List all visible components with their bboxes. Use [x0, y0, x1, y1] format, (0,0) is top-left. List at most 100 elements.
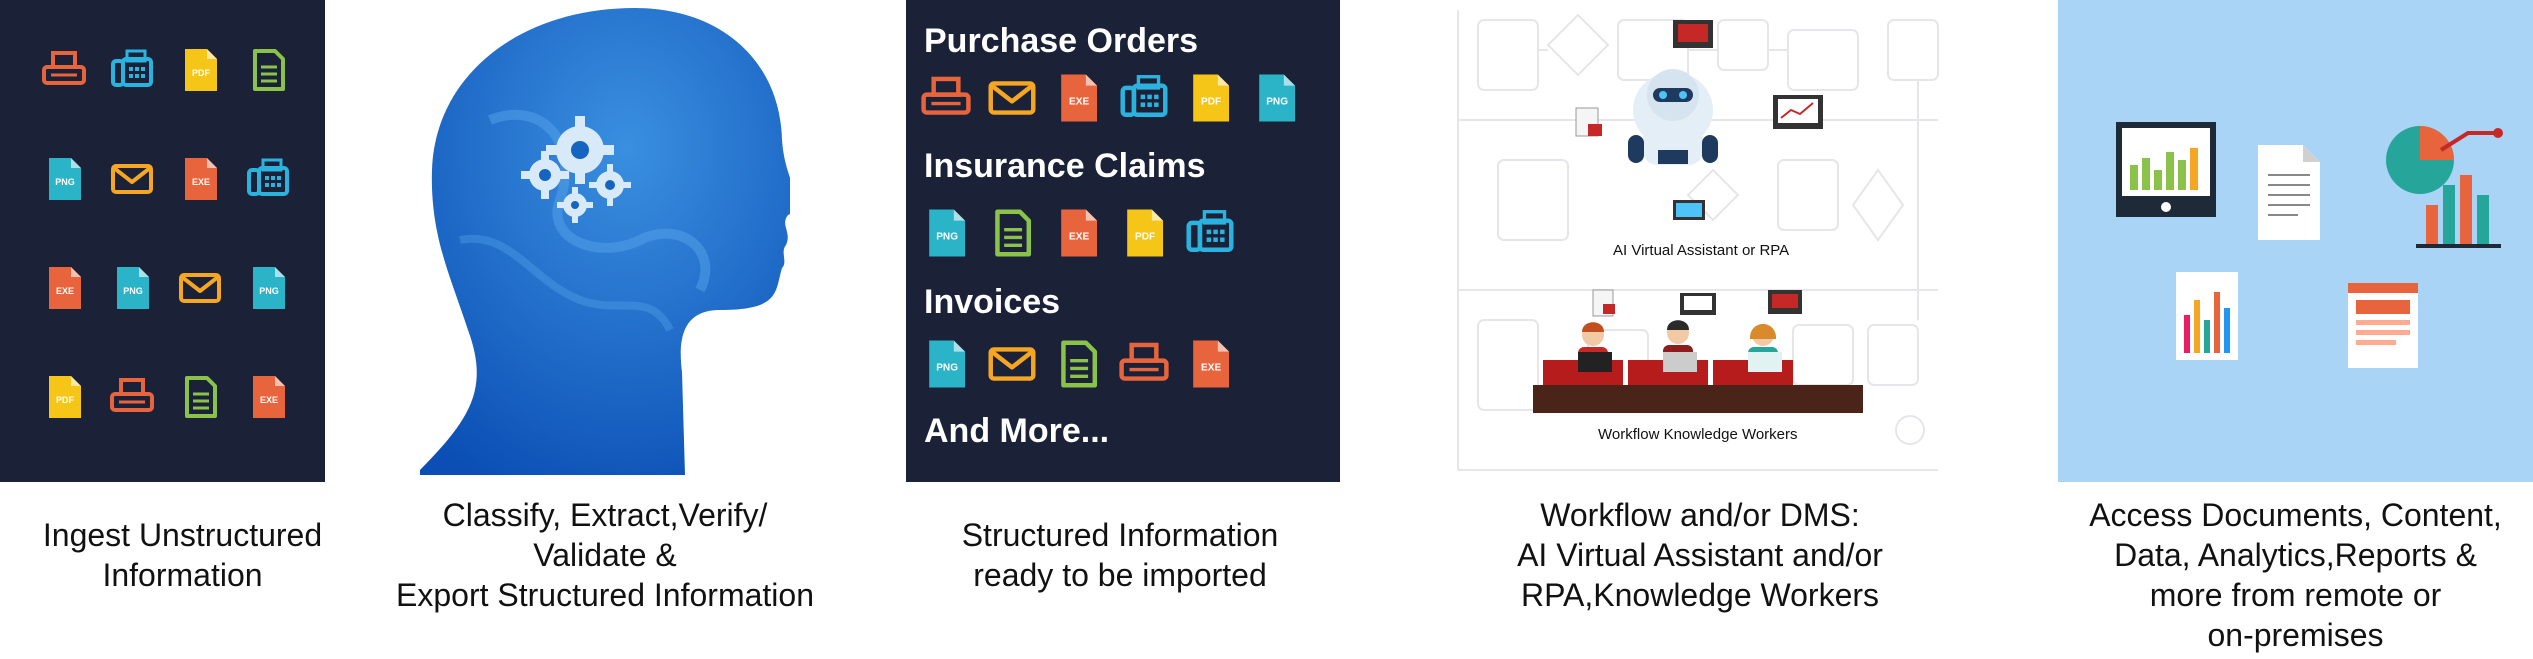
ingest-caption: Ingest Unstructured Information: [0, 515, 365, 595]
workflow-panel: AI Virtual Assistant or RPA Workflow Kno…: [1448, 0, 1948, 482]
workers-label: Workflow Knowledge Workers: [1598, 426, 1798, 443]
svg-text:PDF: PDF: [192, 68, 211, 78]
svg-text:PNG: PNG: [259, 286, 279, 296]
exe-icon: EXE: [1193, 340, 1230, 388]
brain-head-illustration: [420, 8, 790, 475]
svg-text:EXE: EXE: [1201, 363, 1221, 374]
png-icon: PNG: [49, 158, 81, 200]
doc-icon: [253, 49, 285, 91]
svg-text:PNG: PNG: [55, 177, 75, 187]
heading-invoices: Invoices: [924, 283, 1061, 321]
png-icon: PNG: [1259, 74, 1296, 122]
ingest-icon-cell: [234, 154, 302, 263]
fax-machine-icon: [111, 49, 153, 87]
ingest-icon-cell: [98, 372, 166, 481]
report-window-icon: [2348, 283, 2418, 368]
ingest-icon-cell: PNG: [234, 263, 302, 372]
caption-line: Export Structured Information: [396, 577, 814, 613]
pie-bar-chart-icon: [2386, 126, 2503, 248]
document-icon: [2258, 145, 2320, 240]
fax-icon: [42, 51, 86, 85]
ingest-icon-grid: PDF PNG EXE EXE PNG PNG PDF EXE: [30, 45, 300, 481]
caption-line: on-premises: [2207, 617, 2384, 653]
monitor-chart-icon: [2116, 122, 2216, 217]
pdf-icon: PDF: [1193, 74, 1230, 122]
svg-text:EXE: EXE: [260, 395, 278, 405]
ingest-icon-cell: PDF: [166, 45, 234, 154]
caption-line: ready to be imported: [973, 557, 1267, 593]
ingest-icon-cell: PNG: [30, 154, 98, 263]
exe-icon: EXE: [1061, 74, 1098, 122]
svg-text:PNG: PNG: [936, 232, 958, 243]
fax-machine-icon: [247, 158, 289, 196]
bar-chart-document-icon: [2176, 272, 2238, 360]
gears-icon: [521, 116, 631, 223]
png-icon: PNG: [117, 267, 149, 309]
svg-text:PNG: PNG: [123, 286, 143, 296]
email-icon: [111, 164, 153, 194]
classify-caption: Classify, Extract,Verify/ Validate & Exp…: [375, 495, 835, 615]
email-icon: [179, 273, 221, 303]
exe-icon: EXE: [1061, 209, 1098, 257]
fax-icon: [921, 76, 971, 115]
ingest-icon-cell: EXE: [234, 372, 302, 481]
monitor-icon: [1673, 20, 1713, 48]
caption-line: Validate &: [533, 537, 677, 573]
svg-text:PNG: PNG: [1266, 97, 1288, 108]
caption-line: Ingest Unstructured: [42, 517, 323, 553]
head-silhouette: [420, 8, 790, 475]
svg-text:PNG: PNG: [936, 363, 958, 374]
svg-text:EXE: EXE: [1069, 97, 1089, 108]
caption-line: Workflow and/or DMS:: [1540, 497, 1860, 533]
invoices-icons: PNG EXE: [920, 336, 1236, 392]
access-caption: Access Documents, Content, Data, Analyti…: [2058, 495, 2533, 655]
ingest-icon-cell: [98, 45, 166, 154]
laptop-icon: [1673, 200, 1705, 220]
globe-detail: [459, 234, 674, 332]
ingest-icon-cell: [30, 45, 98, 154]
pdf-icon: PDF: [49, 376, 81, 418]
caption-line: RPA,Knowledge Workers: [1520, 577, 1880, 613]
exe-icon: EXE: [185, 158, 217, 200]
heading-and-more: And More...: [924, 412, 1110, 450]
ingest-icon-cell: [234, 45, 302, 154]
png-icon: PNG: [929, 340, 966, 388]
purchase-orders-icons: EXE PDF PNG: [920, 70, 1302, 126]
doc-icon: [185, 376, 217, 418]
email-icon: [988, 347, 1036, 381]
svg-text:PDF: PDF: [1135, 232, 1155, 243]
pdf-icon: PDF: [1127, 209, 1164, 257]
heading-purchase-orders: Purchase Orders: [924, 22, 1199, 60]
access-panel: [2058, 0, 2533, 482]
pdf-icon: PDF: [185, 49, 217, 91]
caption-line: Access Documents, Content,: [2089, 497, 2502, 533]
workflow-diagram: [1457, 10, 1939, 471]
doc-icon: [1061, 340, 1098, 388]
ingest-icon-cell: [166, 372, 234, 481]
chart-monitor-icon: [1773, 95, 1823, 129]
ingest-icon-cell: EXE: [166, 154, 234, 263]
chart-monitor-icon: [1680, 293, 1716, 315]
svg-text:EXE: EXE: [192, 177, 210, 187]
png-icon: PNG: [253, 267, 285, 309]
caption-line: more from remote or: [2149, 577, 2442, 613]
structured-caption: Structured Information ready to be impor…: [900, 515, 1340, 595]
assistant-label: AI Virtual Assistant or RPA: [1613, 242, 1790, 259]
exe-icon: EXE: [49, 267, 81, 309]
fax-machine-icon: [1120, 75, 1168, 118]
caption-line: Information: [102, 557, 263, 593]
fax-machine-icon: [1186, 210, 1234, 253]
heading-insurance-claims: Insurance Claims: [924, 147, 1206, 185]
exe-icon: EXE: [253, 376, 285, 418]
robot-assistant-illustration: [1628, 69, 1718, 165]
caption-line: Classify, Extract,Verify/: [442, 497, 768, 533]
svg-text:PDF: PDF: [56, 395, 75, 405]
insurance-claims-icons: PNG EXE PDF: [920, 205, 1236, 261]
knowledge-workers-illustration: [1533, 320, 1863, 413]
png-icon: PNG: [929, 209, 966, 257]
ingest-icon-cell: EXE: [30, 263, 98, 372]
monitor-icon: [1768, 290, 1802, 314]
doc-icon: [995, 209, 1032, 257]
ingest-icon-cell: PDF: [30, 372, 98, 481]
caption-line: Structured Information: [961, 517, 1279, 553]
